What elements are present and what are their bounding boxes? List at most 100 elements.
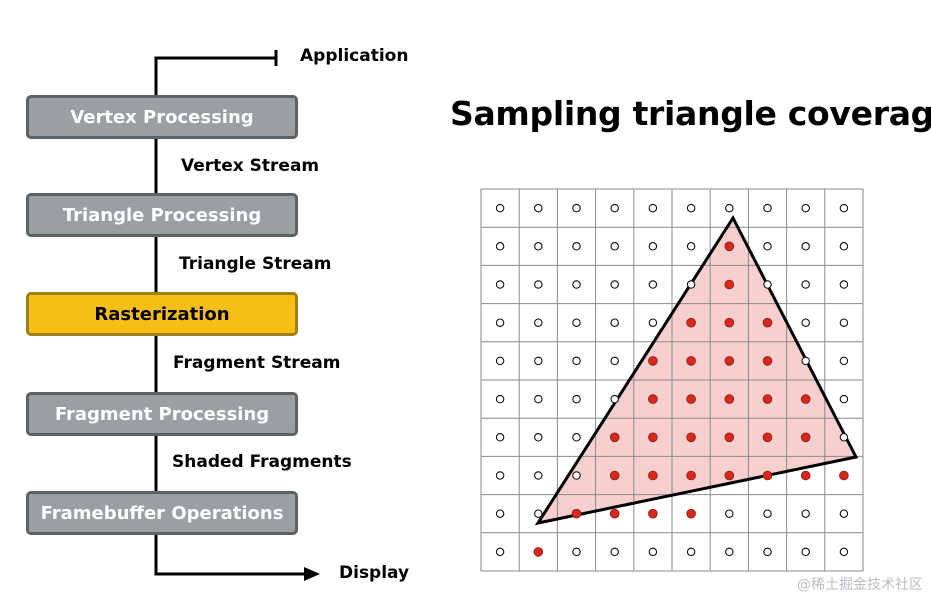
sample-uncovered: [534, 433, 543, 442]
sample-covered: [724, 394, 735, 404]
sample-covered: [648, 432, 658, 443]
sample-uncovered: [686, 547, 696, 557]
stage-framebuffer-operations: Framebuffer Operations: [26, 491, 298, 535]
coverage-title: Sampling triangle coverage: [450, 94, 931, 133]
sample-uncovered: [495, 509, 505, 518]
sample-uncovered: [839, 433, 849, 442]
sample-uncovered: [534, 280, 543, 289]
sample-covered: [686, 432, 696, 443]
sample-covered: [724, 356, 735, 366]
sample-uncovered: [572, 203, 581, 213]
sample-covered: [686, 394, 696, 404]
sample-uncovered: [801, 242, 810, 251]
sample-uncovered: [572, 471, 581, 480]
sample-covered: [686, 317, 696, 328]
sample-uncovered: [839, 203, 849, 213]
sample-covered: [762, 317, 773, 328]
sample-covered: [571, 508, 582, 519]
sample-uncovered: [839, 318, 849, 327]
sample-covered: [724, 241, 735, 252]
sample-uncovered: [801, 547, 810, 557]
sample-covered: [762, 432, 773, 443]
sample-uncovered: [534, 242, 543, 251]
sample-covered: [686, 508, 696, 519]
sample-covered: [800, 470, 811, 481]
sample-uncovered: [572, 547, 581, 557]
sample-uncovered: [610, 547, 619, 557]
sample-uncovered: [495, 547, 505, 557]
sample-uncovered: [763, 242, 772, 251]
sample-uncovered: [495, 471, 505, 480]
triangle-stream-label: Triangle Stream: [179, 254, 332, 274]
sample-uncovered: [610, 394, 619, 404]
sample-covered: [724, 317, 735, 328]
sample-covered: [800, 432, 811, 443]
sample-uncovered: [763, 203, 772, 213]
sample-uncovered: [610, 356, 619, 366]
sample-uncovered: [495, 280, 505, 289]
sample-uncovered: [801, 356, 810, 366]
sample-covered: [686, 470, 696, 481]
stage-rasterization: Rasterization: [26, 292, 298, 336]
sample-covered: [762, 394, 773, 404]
sample-uncovered: [839, 509, 849, 518]
sample-covered: [686, 356, 696, 366]
sample-uncovered: [648, 280, 658, 289]
sample-uncovered: [534, 509, 543, 518]
sample-uncovered: [495, 356, 505, 366]
sample-covered: [533, 547, 544, 557]
sample-uncovered: [725, 203, 734, 213]
arrowhead: [304, 567, 320, 581]
sample-uncovered: [839, 242, 849, 251]
sample-uncovered: [839, 394, 849, 404]
sample-uncovered: [725, 509, 734, 518]
sample-covered: [609, 470, 620, 481]
shaded-fragments-label: Shaded Fragments: [172, 452, 352, 472]
sample-uncovered: [610, 280, 619, 289]
display-label: Display: [339, 563, 410, 583]
sample-uncovered: [686, 203, 696, 213]
sample-uncovered: [763, 280, 772, 289]
sample-uncovered: [572, 318, 581, 327]
sample-covered: [648, 470, 658, 481]
stage-fragment-processing: Fragment Processing: [26, 392, 298, 436]
sample-uncovered: [839, 280, 849, 289]
fragment-stream-label: Fragment Stream: [173, 353, 341, 373]
sample-uncovered: [725, 547, 734, 557]
sample-uncovered: [801, 318, 810, 327]
watermark: @稀土掘金技术社区: [797, 577, 923, 593]
triangle-outline: [534, 214, 859, 526]
sample-covered: [800, 394, 811, 404]
stage-vertex-processing: Vertex Processing: [26, 95, 298, 139]
sample-covered: [609, 508, 620, 519]
sample-covered: [648, 508, 658, 519]
sample-uncovered: [763, 547, 772, 557]
sample-uncovered: [839, 547, 849, 557]
sample-uncovered: [495, 394, 505, 404]
sample-covered: [724, 470, 735, 481]
stage-triangle-processing: Triangle Processing: [26, 193, 298, 237]
sample-uncovered: [686, 242, 696, 251]
sample-uncovered: [648, 242, 658, 251]
sample-covered: [724, 279, 735, 290]
sample-uncovered: [610, 203, 619, 213]
sample-uncovered: [534, 318, 543, 327]
sample-covered: [609, 432, 620, 443]
vertex-stream-label: Vertex Stream: [181, 156, 320, 176]
sample-covered: [724, 432, 735, 443]
sample-uncovered: [648, 203, 658, 213]
sample-covered: [762, 356, 773, 366]
sample-uncovered: [572, 280, 581, 289]
sample-uncovered: [495, 242, 505, 251]
sample-uncovered: [572, 394, 581, 404]
triangle-fill: [538, 218, 856, 523]
sample-covered: [648, 394, 658, 404]
sample-covered: [839, 470, 849, 481]
sample-uncovered: [648, 547, 658, 557]
sample-uncovered: [534, 394, 543, 404]
sample-uncovered: [610, 242, 619, 251]
sample-covered: [648, 356, 658, 366]
sample-uncovered: [495, 203, 505, 213]
sample-uncovered: [763, 509, 772, 518]
